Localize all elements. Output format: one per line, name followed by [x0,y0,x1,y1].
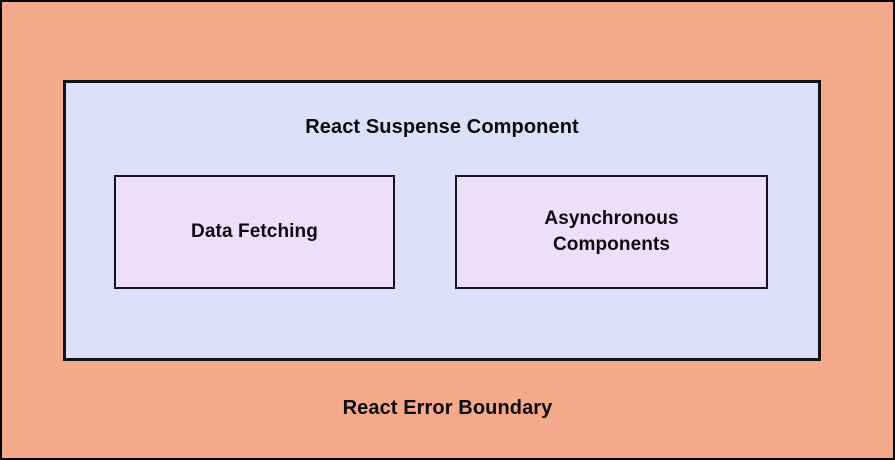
react-error-boundary-label: React Error Boundary [342,397,553,419]
data-fetching-label: Data Fetching [191,221,318,242]
data-fetching-box: Data Fetching [114,175,395,289]
react-suspense-component-title: React Suspense Component [305,116,579,138]
asynchronous-components-label: Asynchronous Components [544,208,679,255]
react-suspense-component-box: React Suspense Component Data Fetching A… [63,80,821,361]
asynchronous-components-box: Asynchronous Components [455,175,768,289]
